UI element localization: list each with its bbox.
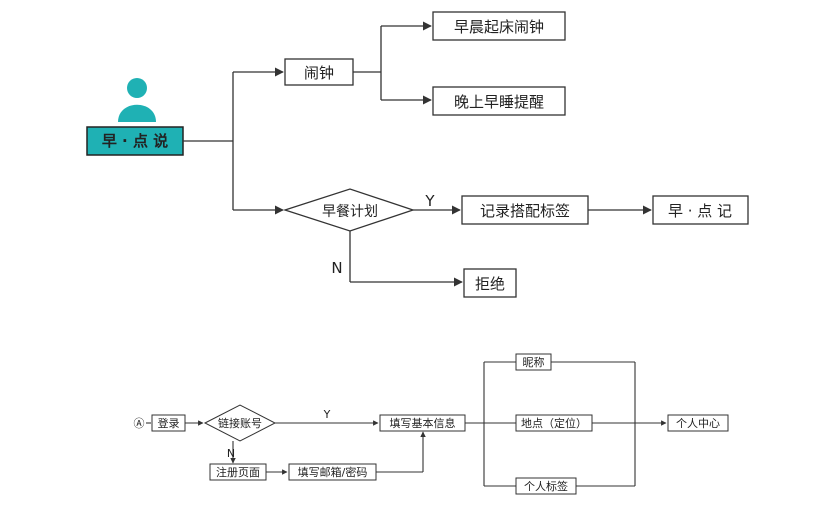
breakfast-plan-label: 早餐计划 — [322, 204, 378, 220]
login-no-label: N — [227, 447, 235, 460]
fill-basic-info-label: 填写基本信息 — [390, 416, 456, 430]
link-account-label: 链接账号 — [218, 416, 262, 430]
personal-center-label: 个人中心 — [676, 417, 720, 430]
bottom-connectors — [146, 361, 667, 487]
record-tags-label: 记录搭配标签 — [480, 202, 570, 220]
nickname-label: 昵称 — [523, 355, 545, 369]
login-node[interactable]: 登录 — [151, 414, 186, 432]
alarm-night-node[interactable]: 晚上早睡提醒 — [432, 86, 566, 116]
personal-center-node[interactable]: 个人中心 — [667, 414, 729, 432]
refuse-node[interactable]: 拒绝 — [463, 268, 517, 298]
fill-email-password-node[interactable]: 填写邮箱/密码 — [288, 463, 377, 481]
record-tags-node[interactable]: 记录搭配标签 — [461, 195, 589, 225]
app-node-label: 早 · 点 说 — [102, 132, 168, 150]
alarm-night-label: 晚上早睡提醒 — [454, 93, 544, 111]
alarm-morning-label: 早晨起床闹钟 — [454, 18, 544, 36]
personal-tags-node[interactable]: 个人标签 — [515, 477, 577, 495]
location-label: 地点（定位） — [521, 416, 587, 430]
app-node[interactable]: 早 · 点 说 — [86, 126, 184, 156]
alarm-label: 闹钟 — [304, 64, 334, 82]
alarm-node[interactable]: 闹钟 — [284, 58, 354, 86]
fill-basic-info-node[interactable]: 填写基本信息 — [379, 414, 466, 432]
register-page-node[interactable]: 注册页面 — [209, 463, 267, 481]
personal-tags-label: 个人标签 — [524, 479, 568, 493]
register-page-label: 注册页面 — [216, 465, 260, 479]
yes-label: Y — [424, 192, 435, 210]
diary-node[interactable]: 早 · 点 记 — [652, 195, 749, 225]
link-account-decision[interactable]: 链接账号 — [203, 404, 277, 442]
start-marker-icon: Ⓐ — [134, 417, 145, 430]
login-label: 登录 — [158, 416, 180, 430]
no-label: N — [331, 259, 342, 277]
location-node[interactable]: 地点（定位） — [515, 414, 593, 432]
breakfast-plan-decision[interactable]: 早餐计划 — [282, 188, 416, 232]
nickname-node[interactable]: 昵称 — [515, 353, 552, 371]
fill-email-password-label: 填写邮箱/密码 — [298, 465, 368, 479]
top-connectors — [183, 21, 652, 287]
user-icon — [118, 78, 156, 122]
refuse-label: 拒绝 — [475, 275, 505, 293]
login-yes-label: Y — [323, 408, 331, 421]
alarm-morning-node[interactable]: 早晨起床闹钟 — [432, 11, 566, 41]
diary-label: 早 · 点 记 — [668, 202, 732, 220]
